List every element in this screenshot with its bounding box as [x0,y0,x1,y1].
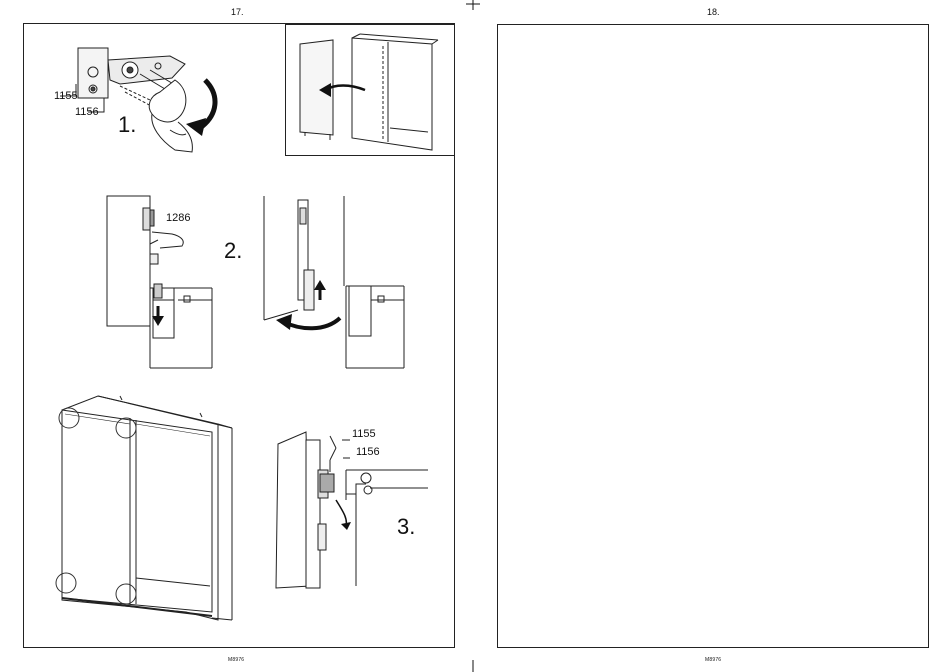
step-3-part-label: 1156 [356,446,380,458]
step-3-number: 3. [397,514,415,540]
step-3-part-label: 1155 [352,428,376,440]
